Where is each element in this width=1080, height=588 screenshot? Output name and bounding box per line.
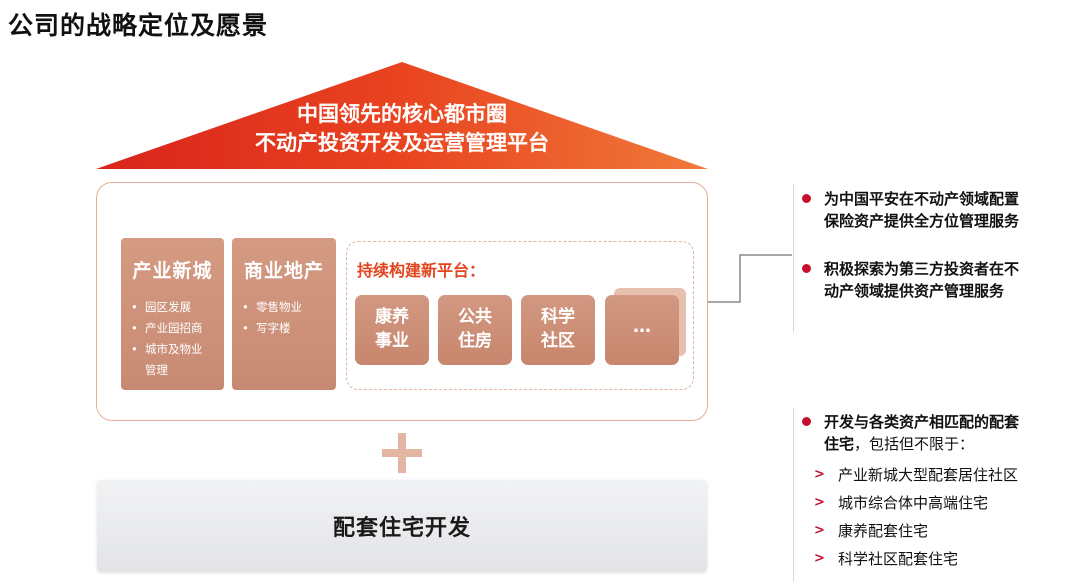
tile-line: 事业 [375,331,409,351]
red-dot-icon [802,264,811,273]
red-dot-icon [802,417,811,426]
pillar-title: 商业地产 [243,260,324,282]
roof-text: 中国领先的核心都市圈 不动产投资开发及运营管理平台 [96,100,708,158]
tile-line: 科学 [541,307,575,327]
sub-item-text: 产业新城大型配套居住社区 [838,466,1019,484]
sub-item: > 产业新城大型配套居住社区 [794,461,1073,489]
new-platform-box: 持续构建新平台： [346,241,694,390]
pillar-industrial-new-city: 产业新城 园区发展 产业园招商 城市及物业 管理 [121,238,224,390]
tile-line: 康养 [375,307,409,327]
bullet-line: 积极探索为第三方投资者在不 [824,260,1020,278]
tile-line: 社区 [541,331,575,351]
bullet-line: 开发与各类资产相匹配的配套 [824,413,1020,431]
list-item: 零售物业 [242,297,336,318]
right-bottom-group: 开发与各类资产相匹配的配套 住宅，包括但不限于： > 产业新城大型配套居住社区 >… [793,408,1073,582]
bold-text: 住宅 [824,435,855,453]
roof-line-1: 中国领先的核心都市圈 [297,102,507,126]
normal-text: ，包括但不限于： [854,435,975,453]
sub-item: > 科学社区配套住宅 [794,545,1073,573]
list-item: 城市及物业 [131,339,224,360]
list-item: 管理 [145,363,168,377]
chevron-right-icon: > [814,551,825,566]
housing-development-box: 配套住宅开发 [97,480,707,572]
pillar-list: 零售物业 写字楼 [232,297,336,339]
right-bullet-3: 开发与各类资产相匹配的配套 住宅，包括但不限于： [794,411,1073,455]
roof-banner: 中国领先的核心都市圈 不动产投资开发及运营管理平台 [96,62,708,169]
tile-line: 公共 [458,307,492,327]
list-item: 园区发展 [131,297,224,318]
right-bullet-2: 积极探索为第三方投资者在不 动产领域提供资产管理服务 [794,258,1073,302]
sub-item-text: 城市综合体中高端住宅 [838,494,989,512]
housing-label: 配套住宅开发 [332,516,471,541]
tile-line: 住房 [458,331,492,351]
pillar-title: 产业新城 [132,260,213,282]
tile-elderly-care: 康养 事业 [355,295,429,365]
chevron-right-icon: > [814,467,825,482]
plus-icon [382,433,422,473]
page-title: 公司的战略定位及愿景 [8,11,269,40]
right-bullet-1: 为中国平安在不动产领域配置 保险资产提供全方位管理服务 [794,188,1073,232]
pillar-commercial-property: 商业地产 零售物业 写字楼 [232,238,336,390]
sub-item: > 城市综合体中高端住宅 [794,489,1073,517]
list-item: 写字楼 [242,318,336,339]
bullet-line: 为中国平安在不动产领域配置 [824,190,1020,208]
tile-more: … [605,295,679,365]
red-dot-icon [802,194,811,203]
chevron-right-icon: > [814,523,825,538]
sub-item-text: 康养配套住宅 [838,522,929,540]
tile-science-community: 科学 社区 [521,295,595,365]
pillar-list: 园区发展 产业园招商 城市及物业 管理 [121,297,224,381]
new-platform-title: 持续构建新平台： [357,261,486,280]
sub-item-text: 科学社区配套住宅 [838,550,959,568]
chevron-right-icon: > [814,495,825,510]
list-item: 产业园招商 [131,318,224,339]
bullet-line: 住宅，包括但不限于： [824,433,1073,455]
roof-shape [96,62,708,169]
bullet-line: 保险资产提供全方位管理服务 [824,212,1020,230]
connector-line [708,254,792,303]
sub-list: > 产业新城大型配套居住社区 > 城市综合体中高端住宅 > 康养配套住宅 > 科学社区配… [794,461,1073,573]
right-top-group: 为中国平安在不动产领域配置 保险资产提供全方位管理服务 积极探索为第三方投资者在… [793,184,1073,332]
roof-line-2: 不动产投资开发及运营管理平台 [255,131,549,155]
bullet-line: 动产领域提供资产管理服务 [824,282,1005,300]
tile-public-housing: 公共 住房 [438,295,512,365]
sub-item: > 康养配套住宅 [794,517,1073,545]
